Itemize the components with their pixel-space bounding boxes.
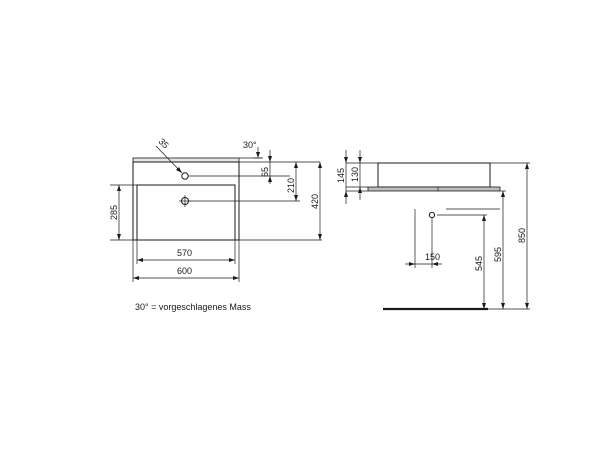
- dim-65-label: 65: [260, 167, 270, 177]
- dim-420: [318, 162, 322, 240]
- side-counter-slab: [367, 186, 501, 192]
- dim-130: [358, 150, 362, 200]
- dim-130-label: 130: [350, 167, 360, 182]
- dim-30deg: [253, 147, 263, 159]
- dim-570-label: 570: [177, 248, 192, 258]
- dim-545-label: 545: [474, 256, 484, 271]
- basin-top-ledge: [132, 157, 240, 163]
- dim-570: [137, 258, 235, 262]
- hole-diameter-arrow: [176, 167, 182, 173]
- side-basin-body: [377, 162, 491, 188]
- dim-65: [268, 150, 272, 184]
- dim-600-label: 600: [177, 266, 192, 276]
- water-connection-circle: [428, 211, 436, 219]
- dim-285-label: 285: [109, 205, 119, 220]
- dim-150: [405, 209, 442, 268]
- dim-145-label: 145: [336, 168, 346, 183]
- dim-600: [133, 276, 239, 280]
- basin-bowl-outline: [136, 184, 236, 241]
- dim-420-label: 420: [310, 194, 320, 209]
- dim-850: [525, 163, 529, 309]
- dim-145: [344, 150, 348, 204]
- dim-595-label: 595: [493, 247, 503, 262]
- dim-150-label: 150: [425, 252, 440, 262]
- dim-595: [501, 191, 505, 309]
- angle-label: 30°: [243, 140, 257, 150]
- dim-850-label: 850: [517, 228, 527, 243]
- footnote-suggested-dimension: 30° = vorgeschlagenes Mass: [135, 302, 251, 312]
- tap-hole: [181, 172, 189, 180]
- dim-545: [482, 215, 486, 309]
- basin-side-view: [367, 162, 501, 311]
- dim-210-label: 210: [286, 178, 296, 193]
- dim-285: [110, 184, 137, 241]
- basin-top-view: [132, 145, 240, 241]
- dim-210: [294, 162, 298, 201]
